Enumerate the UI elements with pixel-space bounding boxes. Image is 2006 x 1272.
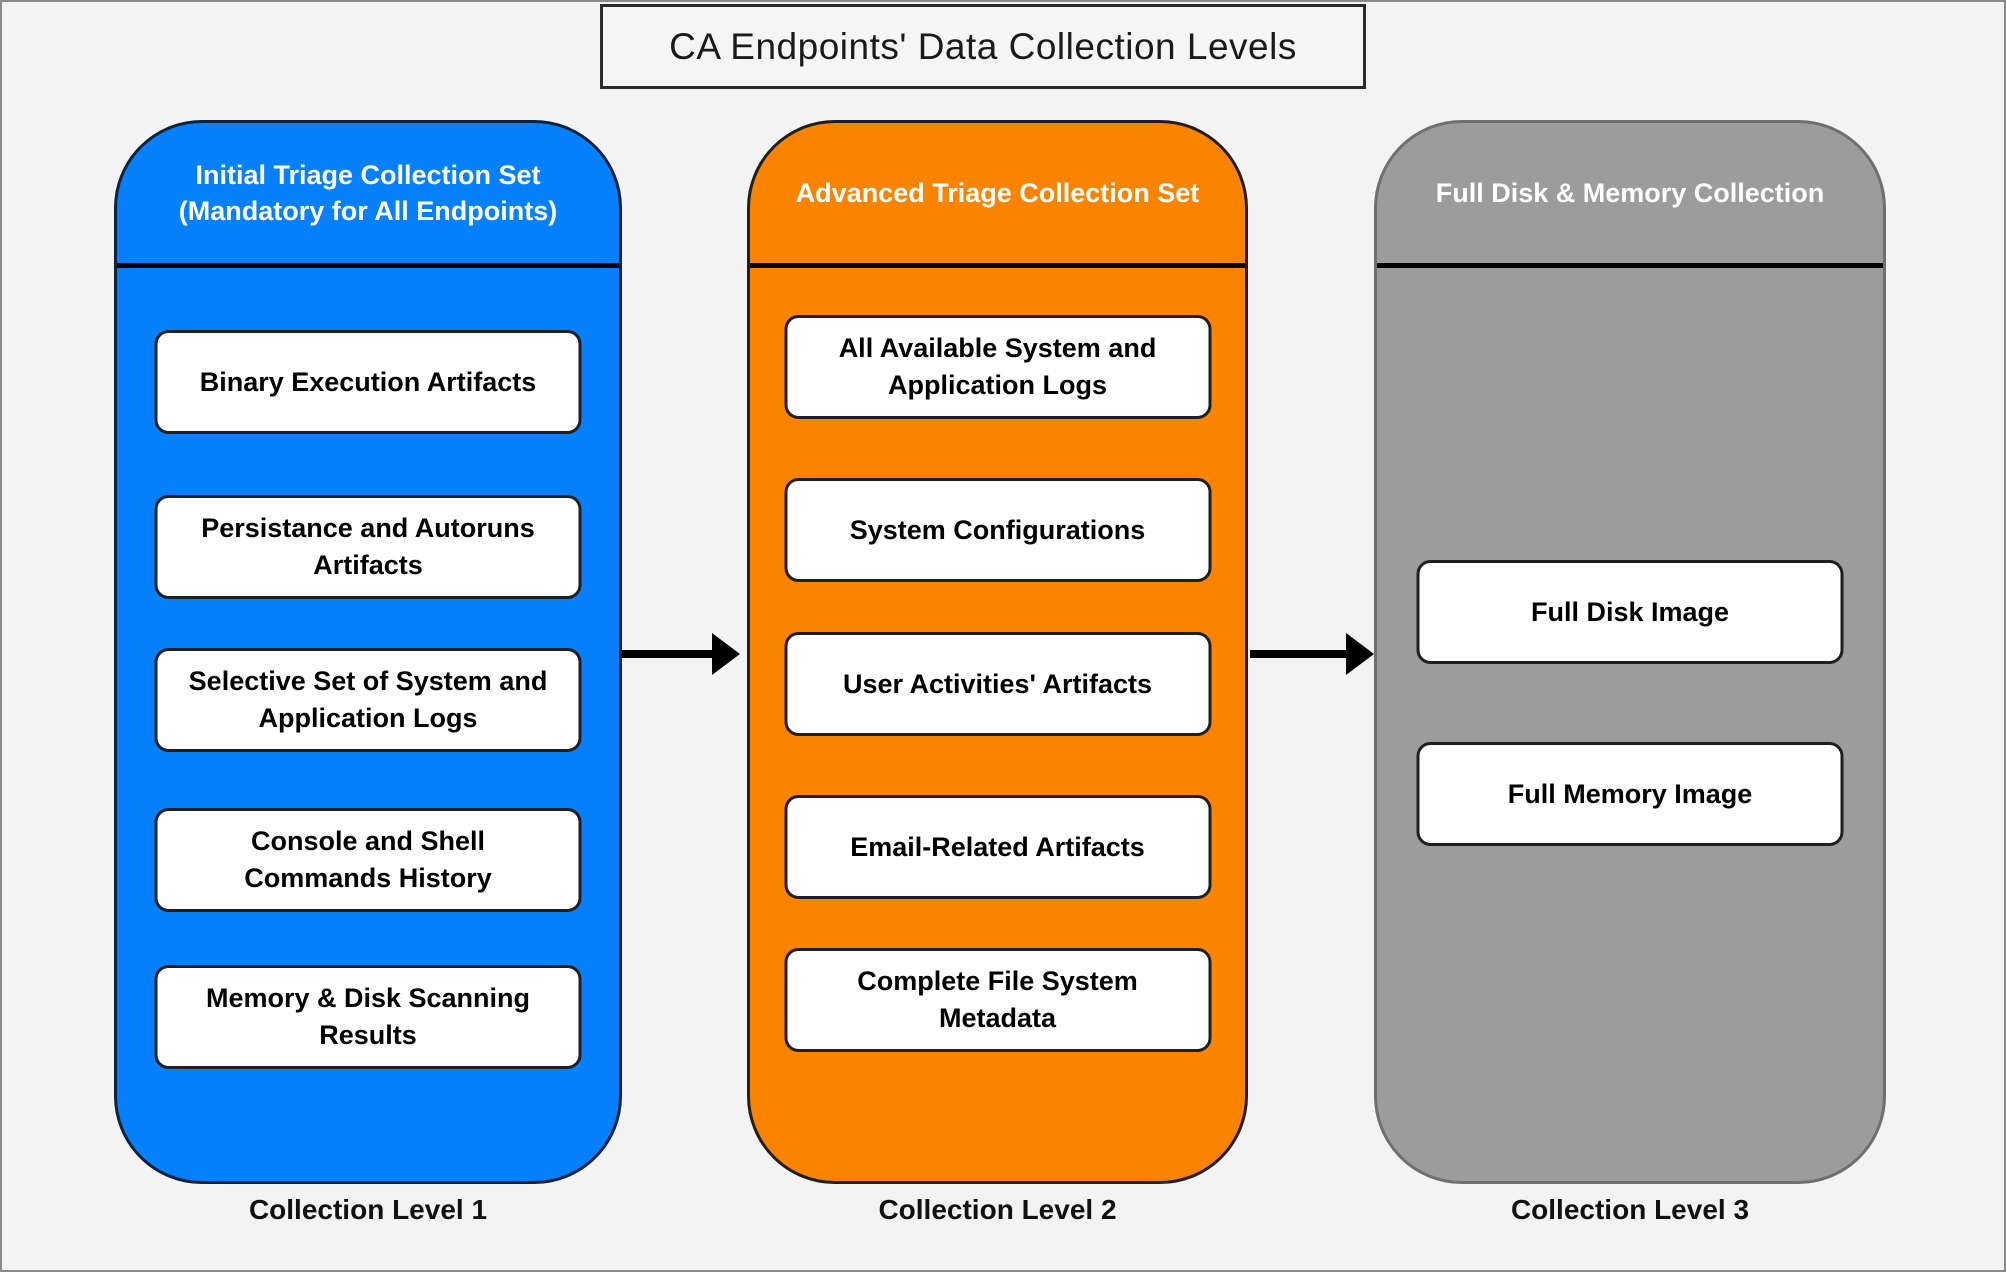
diagram-title: CA Endpoints' Data Collection Levels: [669, 25, 1297, 67]
item-label: Email-Related Artifacts: [850, 831, 1145, 862]
collection-level-2-label: Collection Level 2: [878, 1194, 1117, 1225]
item-label: All Available System and Application Log…: [838, 333, 1157, 400]
item-user-activities-artifacts: User Activities' Artifacts: [784, 632, 1211, 736]
arrow-right-icon: [1250, 633, 1374, 675]
arrow-right-icon: [622, 633, 740, 675]
column-header-line: Initial Triage Collection Set: [195, 160, 541, 190]
item-console-shell-commands-history: Console and Shell Commands History: [154, 808, 582, 912]
item-system-configurations: System Configurations: [784, 478, 1211, 582]
item-label: Memory & Disk Scanning Results: [205, 983, 531, 1050]
column-header-line: Full Disk & Memory Collection: [1435, 178, 1825, 208]
column-full-disk-memory-header: Full Disk & Memory Collection: [1377, 123, 1883, 263]
item-label: Console and Shell Commands History: [244, 826, 492, 893]
column-initial-triage: Initial Triage Collection Set (Mandatory…: [114, 120, 622, 1184]
item-email-related-artifacts: Email-Related Artifacts: [784, 795, 1211, 899]
item-label: User Activities' Artifacts: [842, 668, 1153, 699]
item-label: Binary Execution Artifacts: [199, 366, 537, 397]
item-full-memory-image: Full Memory Image: [1416, 742, 1844, 846]
item-persistance-autoruns-artifacts: Persistance and Autoruns Artifacts: [154, 495, 582, 599]
diagram-title-box: CA Endpoints' Data Collection Levels: [600, 4, 1366, 89]
arrow-shaft: [622, 650, 714, 658]
item-complete-file-system-metadata: Complete File System Metadata: [784, 948, 1211, 1052]
item-label: System Configurations: [849, 514, 1146, 545]
column-initial-triage-header: Initial Triage Collection Set (Mandatory…: [117, 123, 619, 263]
column-advanced-triage-header: Advanced Triage Collection Set: [750, 123, 1245, 263]
item-label: Selective Set of System and Application …: [188, 666, 548, 733]
collection-level-1-label: Collection Level 1: [248, 1194, 488, 1225]
item-full-disk-image: Full Disk Image: [1416, 560, 1844, 664]
item-all-system-application-logs: All Available System and Application Log…: [784, 315, 1211, 419]
item-memory-disk-scanning-results: Memory & Disk Scanning Results: [154, 965, 582, 1069]
item-label: Full Disk Image: [1530, 596, 1730, 627]
arrow-head: [712, 633, 740, 675]
column-header-line: Advanced Triage Collection Set: [795, 178, 1200, 208]
column-advanced-triage: Advanced Triage Collection Set All Avail…: [747, 120, 1248, 1184]
arrow-head: [1346, 633, 1374, 675]
item-label: Persistance and Autoruns Artifacts: [201, 513, 535, 580]
collection-level-3-label: Collection Level 3: [1510, 1194, 1750, 1225]
column-full-disk-memory: Full Disk & Memory Collection Full Disk …: [1374, 120, 1886, 1184]
column-header-line: (Mandatory for All Endpoints): [178, 196, 558, 226]
header-divider: [117, 263, 619, 268]
header-divider: [750, 263, 1245, 268]
header-divider: [1377, 263, 1883, 268]
item-label: Complete File System Metadata: [857, 966, 1138, 1033]
item-label: Full Memory Image: [1507, 778, 1753, 809]
arrow-shaft: [1250, 650, 1348, 658]
item-binary-execution-artifacts: Binary Execution Artifacts: [154, 330, 582, 434]
item-selective-system-application-logs: Selective Set of System and Application …: [154, 648, 582, 752]
